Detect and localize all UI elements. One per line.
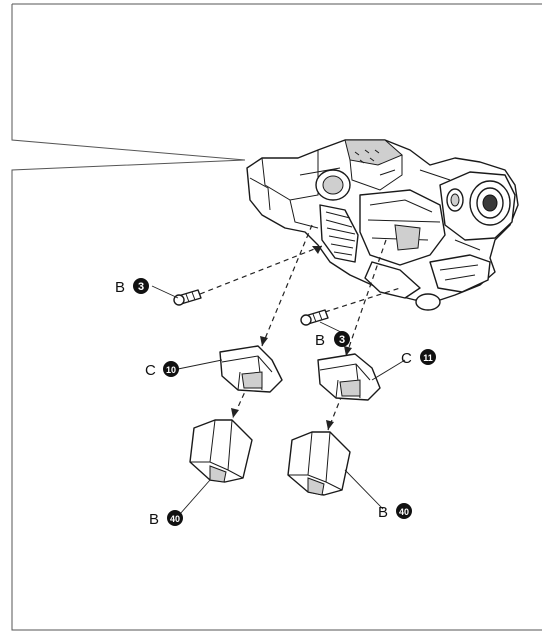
callout-b3-upper: B 3: [115, 278, 149, 296]
callout-letter: B: [378, 504, 388, 521]
guide-arrowhead: [231, 408, 239, 418]
callout-number-badge: [396, 503, 412, 519]
callout-c11: C 11: [401, 349, 436, 367]
callout-number-badge: [334, 331, 350, 347]
callout-letter: B: [315, 332, 325, 349]
callout-letter: C: [401, 350, 412, 367]
guide-arrowhead: [344, 346, 352, 356]
assembly-guides: [199, 224, 401, 431]
callout-number: 40: [170, 514, 180, 524]
frame-lines: [11, 3, 542, 631]
callout-letter: C: [145, 362, 156, 379]
callout-leaders: [151, 285, 406, 515]
callout-number-badge: [420, 349, 436, 365]
foot-part-left: [189, 419, 253, 483]
callout-b40-right: B 40: [378, 503, 412, 521]
callout-number: 10: [166, 365, 176, 375]
callout-letter: B: [149, 511, 159, 528]
guide-arrowhead: [326, 420, 334, 430]
callout-b3-lower: B 3: [315, 331, 350, 349]
callout-number: 40: [399, 507, 409, 517]
callout-number: 3: [339, 334, 345, 346]
foot-part-right: [287, 431, 351, 496]
main-body-part: [246, 139, 519, 311]
callout-number: 11: [423, 353, 433, 363]
pin-part-upper: [173, 289, 202, 306]
callout-number-badge: [167, 510, 183, 526]
callout-number-badge: [133, 278, 149, 294]
block-part-c10: [219, 345, 283, 393]
callout-c10: C 10: [145, 361, 179, 379]
callout-b40-left: B 40: [149, 510, 183, 528]
pin-part-lower: [300, 309, 329, 326]
guide-arrowhead: [312, 246, 322, 254]
callout-number-badge: [163, 361, 179, 377]
callout-number: 3: [138, 281, 144, 293]
guide-arrowhead: [260, 336, 268, 346]
callout-letter: B: [115, 279, 125, 296]
block-part-c11: [317, 353, 381, 401]
